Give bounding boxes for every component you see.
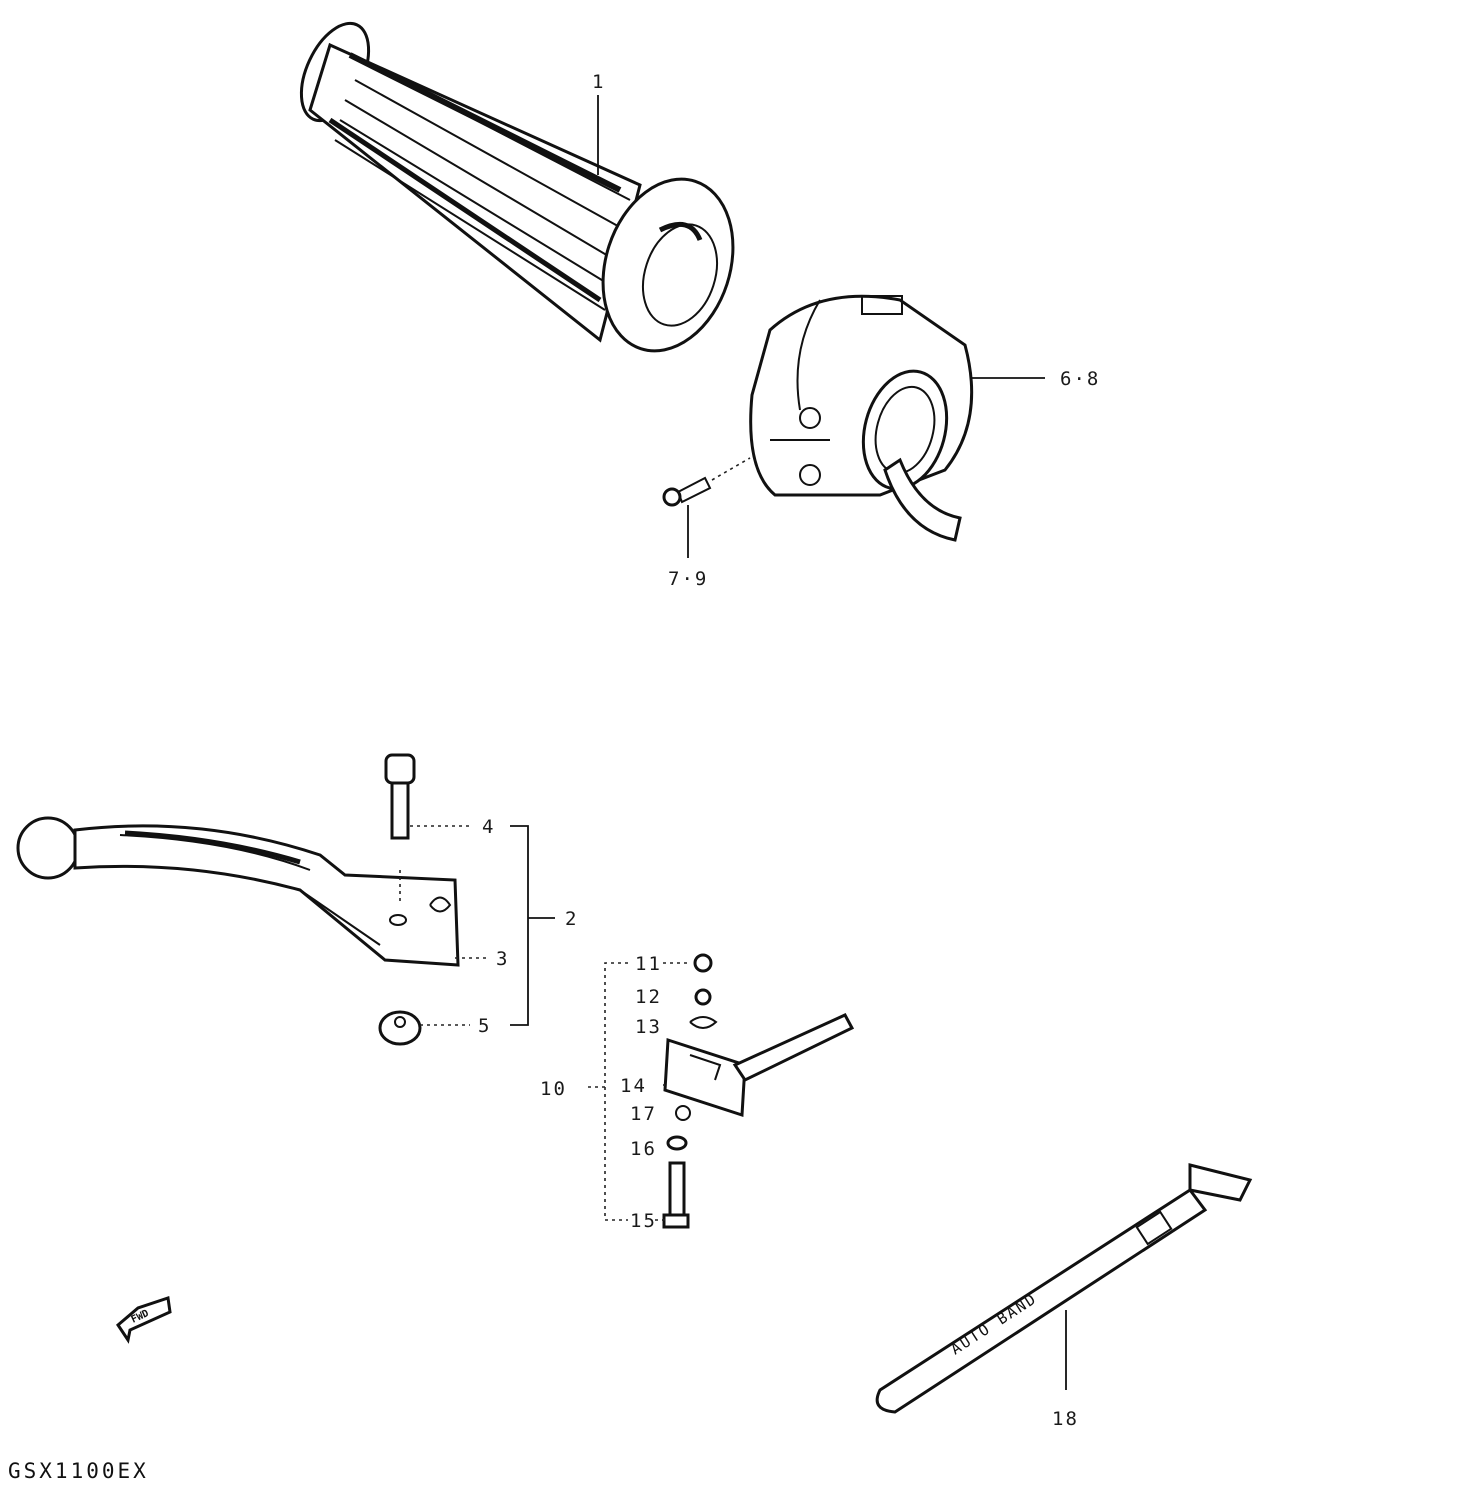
label-lever-pivot: 3	[496, 948, 509, 970]
label-part-17: 17	[630, 1103, 657, 1125]
label-lever-nut: 5	[478, 1015, 491, 1037]
label-holder-assy: 10	[540, 1078, 567, 1100]
bolt-icon	[384, 753, 416, 840]
handlebar-grip-icon	[299, 21, 735, 353]
clutch-lever-icon	[16, 816, 460, 967]
label-part-13: 13	[635, 1016, 662, 1038]
label-part-11: 11	[635, 953, 662, 975]
cable-tie-icon: AUTO BAND	[875, 1163, 1253, 1414]
label-switch-box: 6·8	[1060, 368, 1100, 390]
label-lever-bolt: 4	[482, 816, 495, 838]
switch-housing-icon	[749, 294, 974, 542]
label-part-12: 12	[635, 986, 662, 1008]
nut-icon	[378, 1010, 422, 1046]
label-part-16: 16	[630, 1138, 657, 1160]
model-code: GSX1100EX	[8, 1459, 149, 1483]
lever-holder-icon	[662, 953, 855, 1229]
screw-icon	[662, 457, 751, 507]
label-grip: 1	[592, 71, 605, 93]
label-part-14: 14	[620, 1075, 647, 1097]
label-lever-assy: 2	[565, 908, 578, 930]
label-cable-tie: 18	[1052, 1408, 1079, 1430]
label-part-15: 15	[630, 1210, 657, 1232]
label-screw: 7·9	[668, 568, 708, 590]
forward-arrow-icon: FWD	[116, 1296, 172, 1344]
